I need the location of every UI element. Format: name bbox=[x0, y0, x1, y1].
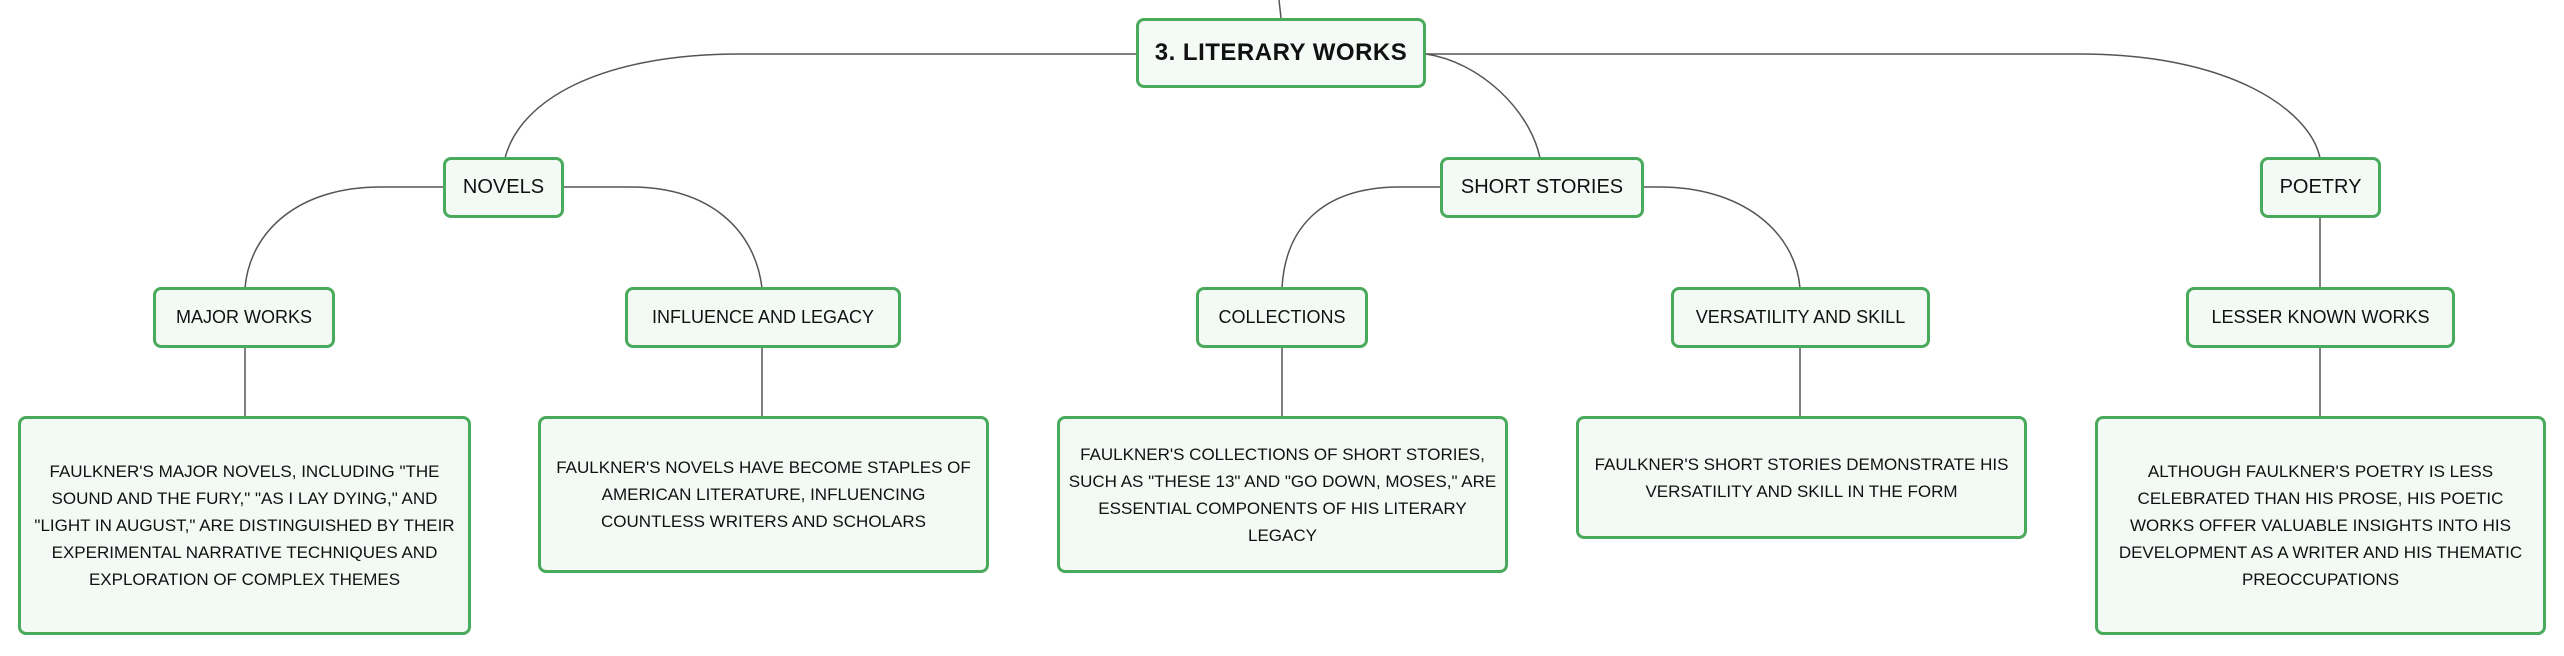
detail-node-text: FAULKNER'S NOVELS HAVE BECOME STAPLES OF… bbox=[556, 458, 971, 531]
root-node-label: 3. LITERARY WORKS bbox=[1154, 39, 1408, 66]
connector-novels-major-works bbox=[244, 186, 445, 289]
detail-node-lesser-known-works[interactable]: ALTHOUGH FAULKNER'S POETRY IS LESS CELEB… bbox=[2095, 416, 2546, 635]
connector-root-novels bbox=[504, 53, 1136, 159]
detail-node-text: FAULKNER'S COLLECTIONS OF SHORT STORIES,… bbox=[1068, 444, 1497, 545]
branch-node-poetry[interactable]: POETRY bbox=[2260, 157, 2381, 218]
topic-node-influence-and-legacy[interactable]: INFLUENCE AND LEGACY bbox=[625, 287, 901, 348]
connector-novels-influence bbox=[562, 186, 763, 289]
detail-node-major-works[interactable]: FAULKNER'S MAJOR NOVELS, INCLUDING "THE … bbox=[18, 416, 471, 635]
branch-node-label: SHORT STORIES bbox=[1460, 176, 1624, 198]
branch-node-label: NOVELS bbox=[462, 176, 545, 198]
topic-node-versatility-and-skill[interactable]: VERSATILITY AND SKILL bbox=[1671, 287, 1930, 348]
connector-root-short-stories bbox=[1425, 53, 1541, 159]
branch-node-label: POETRY bbox=[2279, 176, 2362, 198]
detail-node-text: ALTHOUGH FAULKNER'S POETRY IS LESS CELEB… bbox=[2118, 462, 2523, 589]
branch-node-novels[interactable]: NOVELS bbox=[443, 157, 564, 218]
connector-parent-root bbox=[1278, 0, 1282, 19]
topic-node-lesser-known-works[interactable]: LESSER KNOWN WORKS bbox=[2186, 287, 2455, 348]
topic-node-label: COLLECTIONS bbox=[1218, 307, 1346, 327]
topic-node-label: LESSER KNOWN WORKS bbox=[2211, 307, 2430, 327]
topic-node-label: INFLUENCE AND LEGACY bbox=[651, 307, 875, 327]
detail-node-influence-and-legacy[interactable]: FAULKNER'S NOVELS HAVE BECOME STAPLES OF… bbox=[538, 416, 989, 573]
topic-node-label: VERSATILITY AND SKILL bbox=[1695, 307, 1906, 327]
topic-node-collections[interactable]: COLLECTIONS bbox=[1196, 287, 1368, 348]
connector-short-stories-collections bbox=[1281, 186, 1442, 289]
detail-node-text: FAULKNER'S SHORT STORIES DEMONSTRATE HIS… bbox=[1594, 454, 2009, 501]
detail-node-text: FAULKNER'S MAJOR NOVELS, INCLUDING "THE … bbox=[34, 462, 455, 589]
detail-node-versatility-and-skill[interactable]: FAULKNER'S SHORT STORIES DEMONSTRATE HIS… bbox=[1576, 416, 2027, 539]
topic-node-major-works[interactable]: MAJOR WORKS bbox=[153, 287, 335, 348]
detail-node-collections[interactable]: FAULKNER'S COLLECTIONS OF SHORT STORIES,… bbox=[1057, 416, 1508, 573]
branch-node-short-stories[interactable]: SHORT STORIES bbox=[1440, 157, 1644, 218]
topic-node-label: MAJOR WORKS bbox=[175, 307, 312, 327]
connector-root-poetry bbox=[1426, 53, 2321, 159]
root-node-literary-works[interactable]: 3. LITERARY WORKS bbox=[1136, 18, 1426, 88]
connector-short-stories-versatility bbox=[1642, 186, 1801, 289]
